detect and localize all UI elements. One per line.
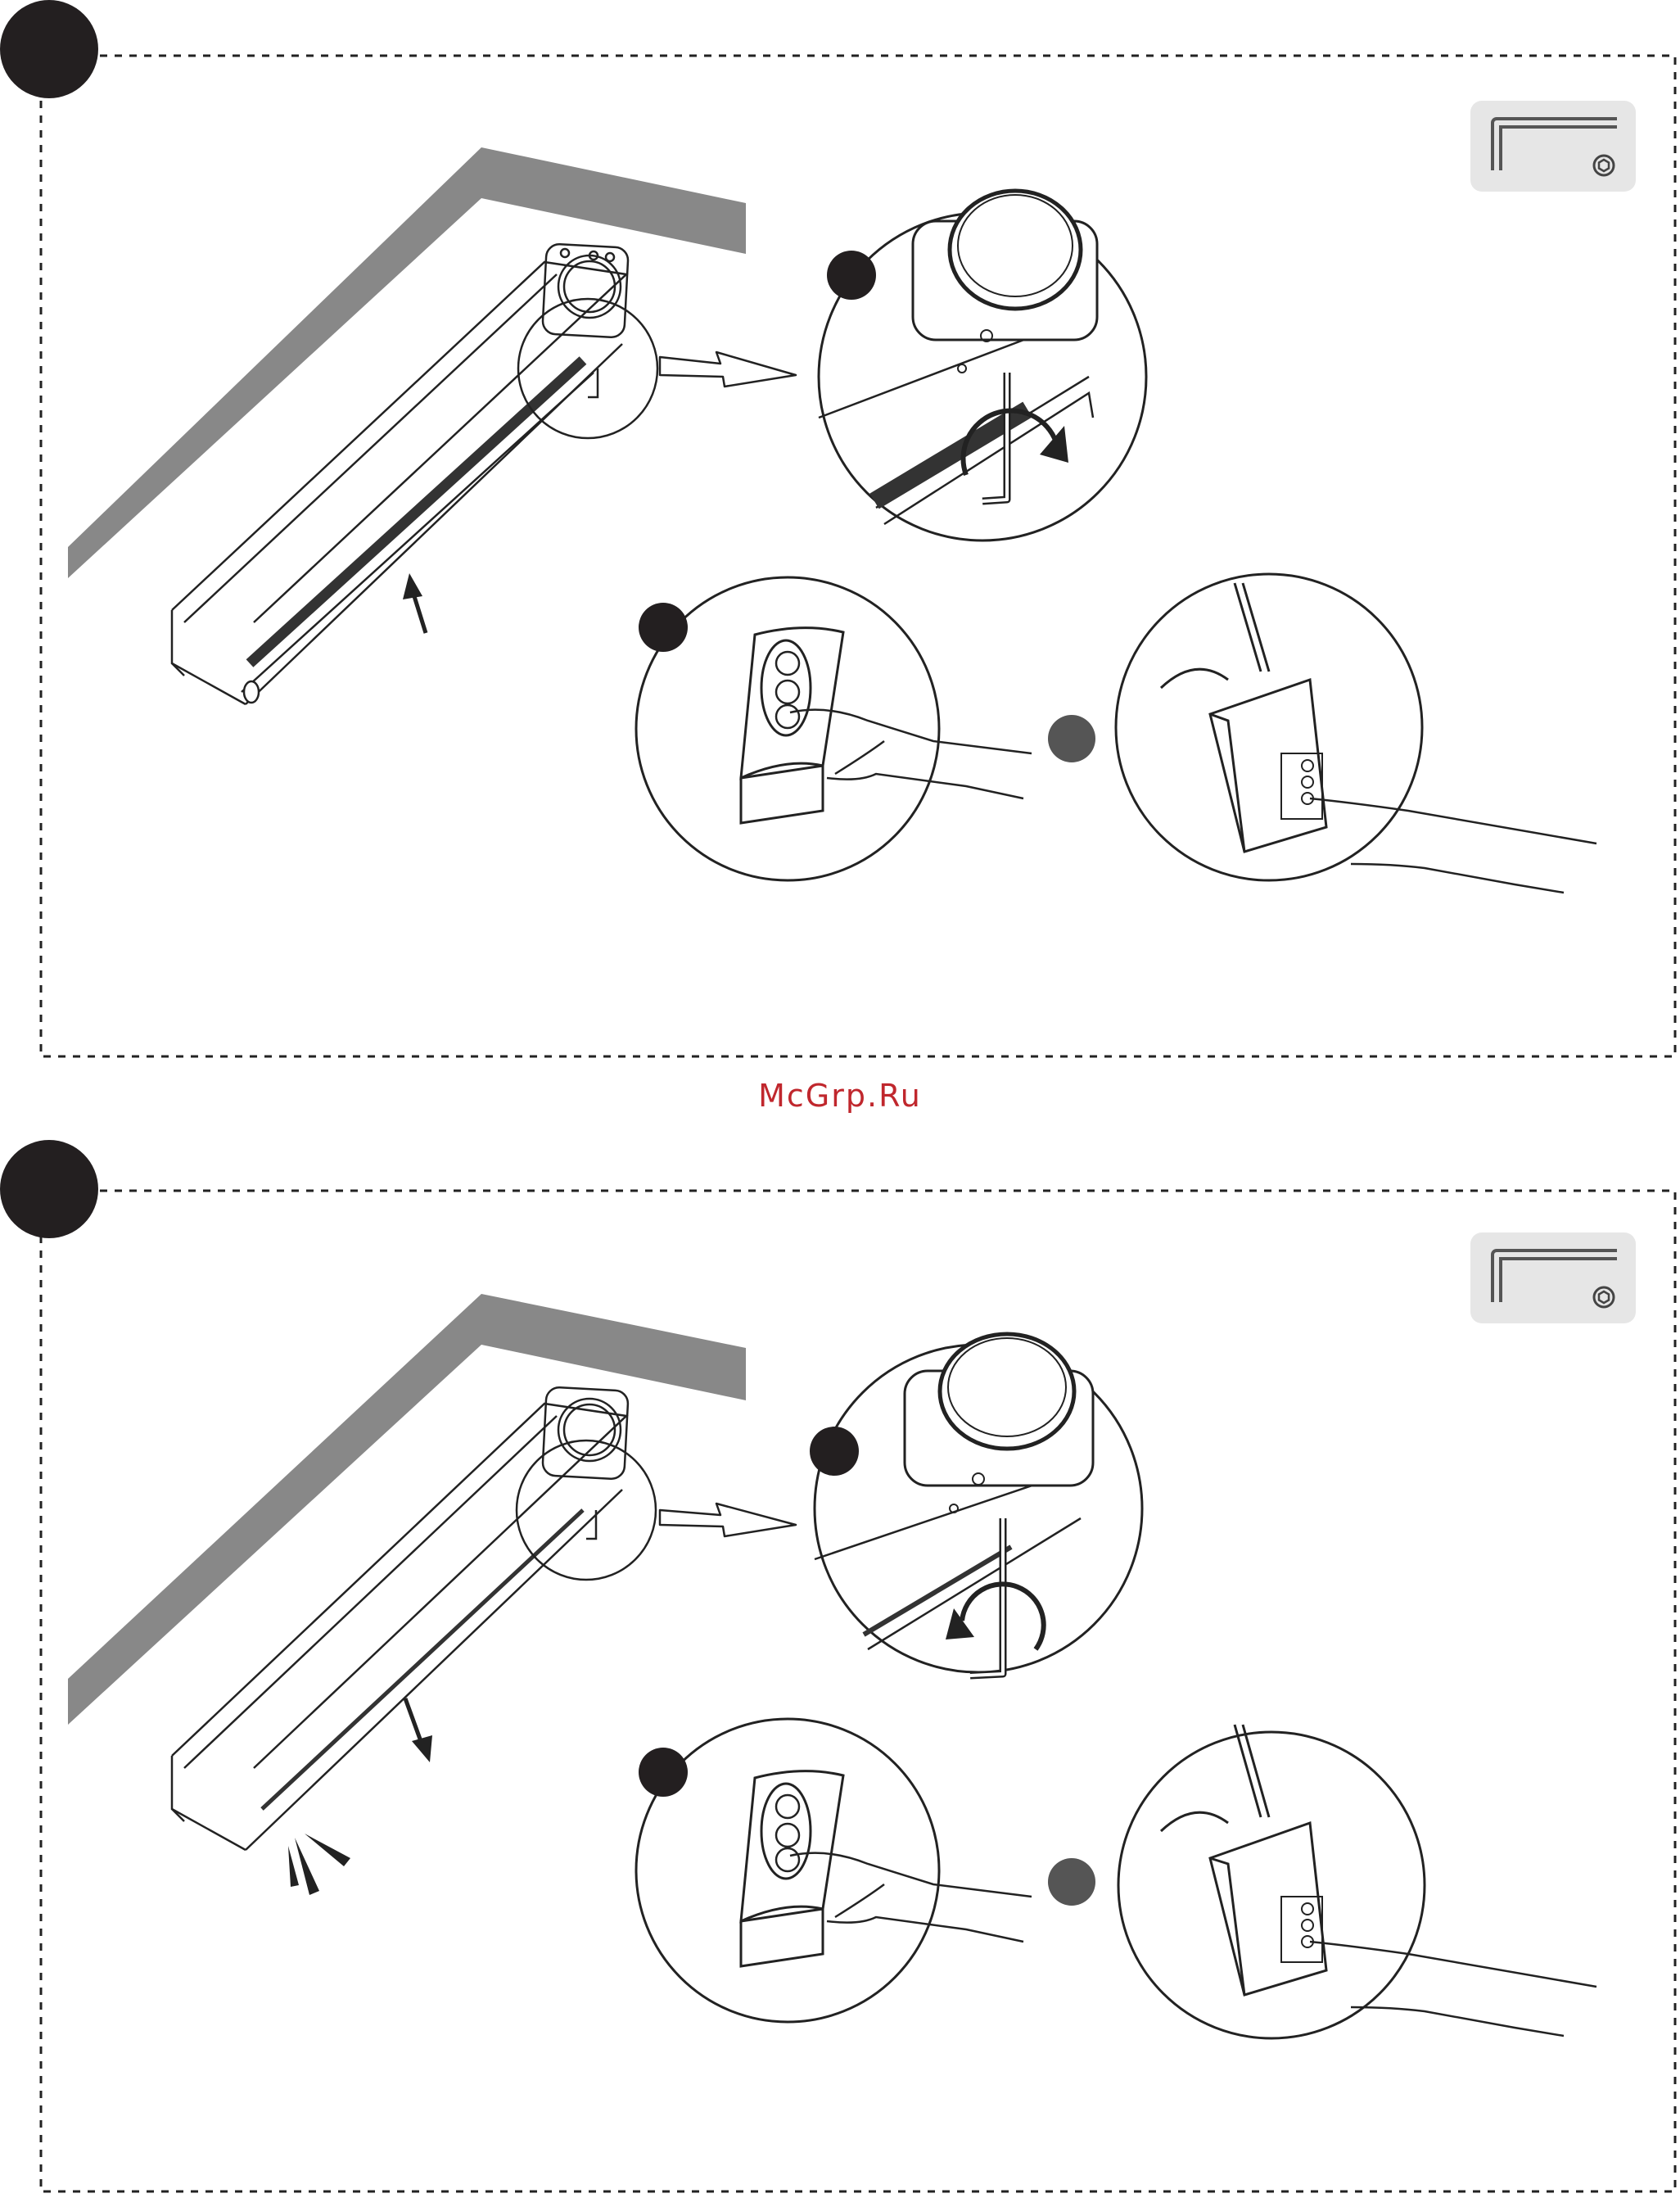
wall-control-detail [1116,574,1596,893]
step-number-marker [0,0,98,98]
screen-housing [172,243,629,704]
screen-fabric-roll [262,1510,583,1809]
dashed-frame [41,1191,1675,2191]
arrow-up-icon [403,573,426,633]
arrow-down-icon [405,1698,432,1762]
detail-callout-circle [518,299,657,438]
or-separator-marker [1048,715,1095,762]
screen-housing [172,1386,629,1850]
step-number-marker [0,1140,98,1238]
step-panel-retract [0,0,1680,1065]
wall-control-detail [1118,1725,1596,2038]
callout-arrow [660,352,796,387]
callout-arrow [660,1504,796,1536]
impact-marks [288,1834,350,1895]
dashed-frame [41,56,1675,1056]
zoom-detail-hex-key [810,1334,1142,1676]
hex-key-icon [1470,1232,1636,1323]
zoom-detail-hex-key [819,191,1146,540]
hex-key-icon [1470,101,1636,192]
remote-control-detail [636,577,1032,880]
remote-control-detail [636,1719,1032,2022]
step-panel-extend [0,1133,1680,2198]
or-separator-marker [1048,1858,1095,1906]
ceiling [68,1294,746,1725]
watermark-text: McGrp.Ru [0,1078,1680,1114]
